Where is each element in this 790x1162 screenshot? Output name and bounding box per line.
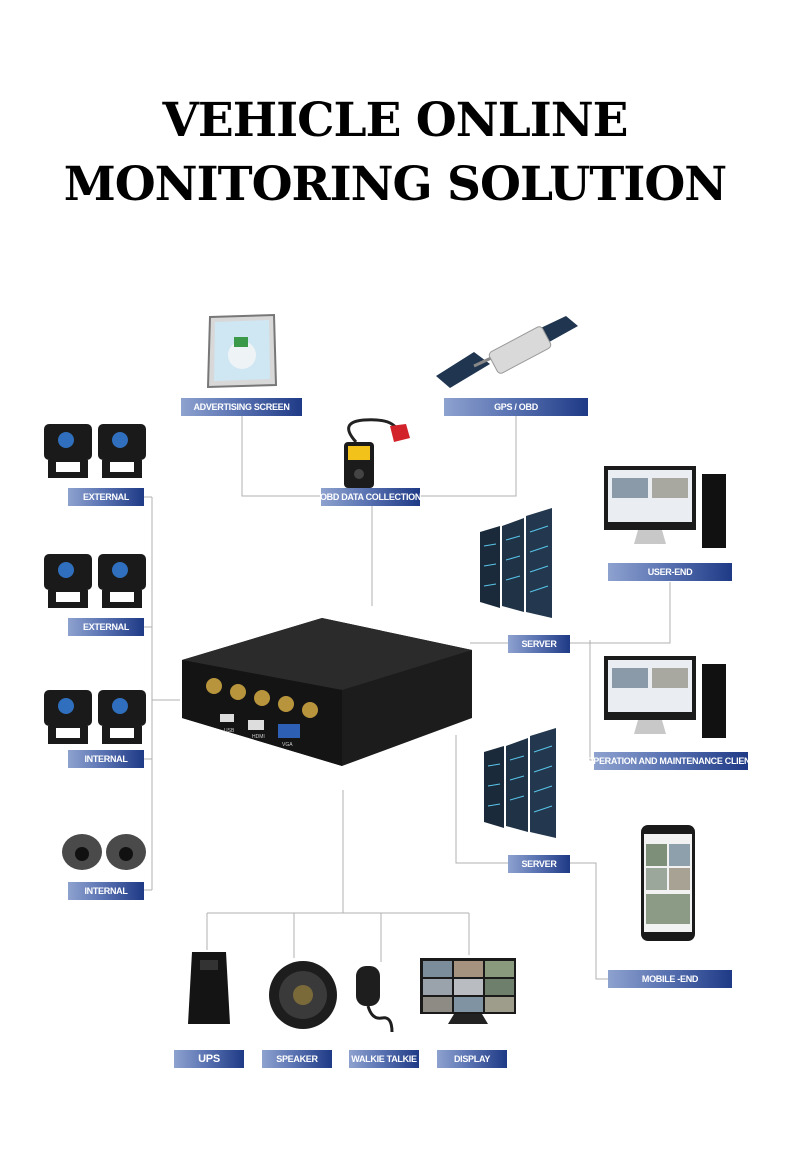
label-gps-obd: GPS / OBD (444, 398, 588, 416)
page-title-line1: VEHICLE ONLINE (162, 93, 628, 148)
box-camera-icon (44, 424, 146, 478)
server-rack-icon (484, 728, 556, 838)
server-rack-icon (480, 508, 552, 618)
label-internal-1: INTERNAL (68, 750, 144, 768)
label-external-2: EXTERNAL (68, 618, 144, 636)
usb-port-label: USB (224, 728, 235, 734)
label-internal-2: INTERNAL (68, 882, 144, 900)
dome-camera-icon (62, 834, 146, 870)
mobile-dvr-icon: USB HDMI VGA (182, 618, 472, 766)
satellite-icon (436, 316, 578, 388)
ups-icon (188, 952, 230, 1024)
label-mobile-end: MOBILE -END (608, 970, 732, 988)
label-ups: UPS (174, 1050, 244, 1068)
handheld-microphone-icon (356, 966, 394, 1033)
label-user-end: USER-END (608, 563, 732, 581)
label-display: DISPLAY (437, 1050, 507, 1068)
touch-screen-icon (206, 313, 278, 389)
page-title-line2: MONITORING SOLUTION (63, 157, 728, 212)
box-camera-icon (44, 690, 146, 744)
label-speaker: SPEAKER (262, 1050, 332, 1068)
smartphone-icon (641, 825, 695, 941)
monitor-icon (420, 958, 516, 1024)
label-advertising-screen: ADVERTISING SCREEN (181, 398, 302, 416)
box-camera-icon (44, 554, 146, 608)
speaker-icon (269, 961, 337, 1029)
hdmi-port-label: HDMI (252, 734, 265, 740)
desktop-computer-icon (604, 466, 726, 548)
vga-port-label: VGA (282, 742, 293, 748)
label-server-2: SERVER (508, 855, 570, 873)
label-external-1: EXTERNAL (68, 488, 144, 506)
desktop-computer-icon (604, 656, 726, 738)
obd-scanner-icon (344, 418, 410, 488)
label-server-1: SERVER (508, 635, 570, 653)
label-operation-client: OPERATION AND MAINTENANCE CLIENT (587, 752, 756, 770)
label-walkie-talkie: WALKIE TALKIE (349, 1050, 419, 1068)
label-obd-data-collection: OBD DATA COLLECTION (320, 488, 421, 506)
